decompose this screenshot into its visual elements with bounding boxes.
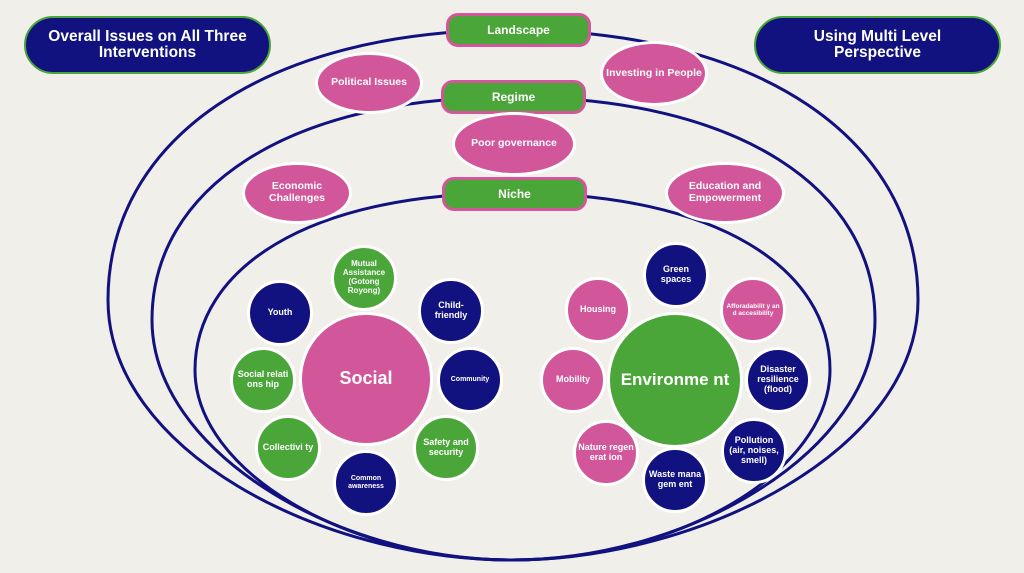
issue-education: Education and Empowerment	[665, 162, 785, 224]
social-item: Collectivi ty	[255, 415, 321, 481]
social-item: Social relations hip	[230, 347, 296, 413]
social-item: Mutual Assistance (Gotong Royong)	[331, 245, 397, 311]
social-item: Safety and security	[413, 415, 479, 481]
environment-item: Green spaces	[643, 242, 709, 308]
social-item: Community	[437, 347, 503, 413]
environment-item: Afforadabilit y and accesibility	[720, 277, 786, 343]
issue-political: Political Issues	[315, 52, 423, 114]
issue-poor-governance: Poor governance	[452, 112, 576, 176]
social-hub: Social	[299, 312, 433, 446]
landscape-label: Landscape	[446, 13, 591, 47]
environment-item: Nature regenerat ion	[573, 420, 639, 486]
social-item: Child-friendly	[418, 278, 484, 344]
niche-label: Niche	[442, 177, 587, 211]
environment-hub: Environme nt	[607, 312, 743, 448]
environment-item: Disaster resilience (flood)	[745, 347, 811, 413]
environment-item: Housing	[565, 277, 631, 343]
niche-ring	[193, 191, 832, 562]
issue-investing-people: Investing in People	[600, 41, 708, 106]
environment-item: Pollution (air, noises, smell)	[721, 418, 787, 484]
issue-economic: Economic Challenges	[242, 162, 352, 224]
overall-issues-title: Overall Issues on All Three Intervention…	[24, 16, 271, 74]
social-item: Youth	[247, 280, 313, 346]
environment-item: Mobility	[540, 347, 606, 413]
mlp-title: Using Multi Level Perspective	[754, 16, 1001, 74]
regime-label: Regime	[441, 80, 586, 114]
environment-item: Waste managem ent	[642, 447, 708, 513]
social-item: Common awareness	[333, 450, 399, 516]
